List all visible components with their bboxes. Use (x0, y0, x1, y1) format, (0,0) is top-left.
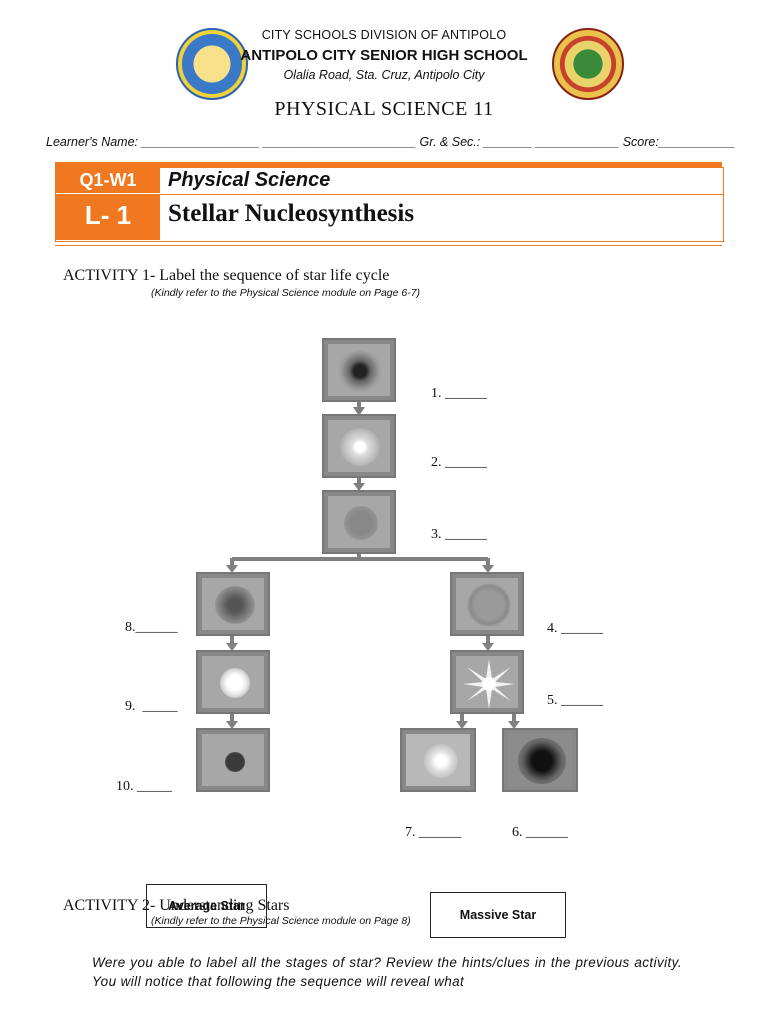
black-hole-image (502, 728, 578, 792)
nebula-image (322, 338, 396, 402)
activity2-paragraph: Were you able to label all the stages of… (92, 953, 682, 991)
planetary-nebula-image (196, 650, 270, 714)
blank-label-3[interactable]: 3. ______ (431, 527, 487, 543)
supernova-image (450, 650, 524, 714)
blank-label-6[interactable]: 6. ______ (512, 825, 568, 841)
neutron-star-image (400, 728, 476, 792)
protostar-image (322, 414, 396, 478)
blank-label-5[interactable]: 5. ______ (547, 693, 603, 709)
blank-label-2[interactable]: 2. ______ (431, 455, 487, 471)
red-giant-image (196, 572, 270, 636)
blank-label-1[interactable]: 1. ______ (431, 386, 487, 402)
massive-star-card: Massive Star (430, 892, 566, 938)
main-sequence-star-image (322, 490, 396, 554)
blank-label-9[interactable]: 9. _____ (125, 699, 178, 715)
white-dwarf-image (196, 728, 270, 792)
activity2-note: (Kindly refer to the Physical Science mo… (151, 915, 411, 927)
blank-label-7[interactable]: 7. ______ (405, 825, 461, 841)
blank-label-10[interactable]: 10. _____ (116, 779, 172, 795)
blank-label-8[interactable]: 8.______ (125, 620, 178, 636)
blank-label-4[interactable]: 4. ______ (547, 621, 603, 637)
red-supergiant-image (450, 572, 524, 636)
